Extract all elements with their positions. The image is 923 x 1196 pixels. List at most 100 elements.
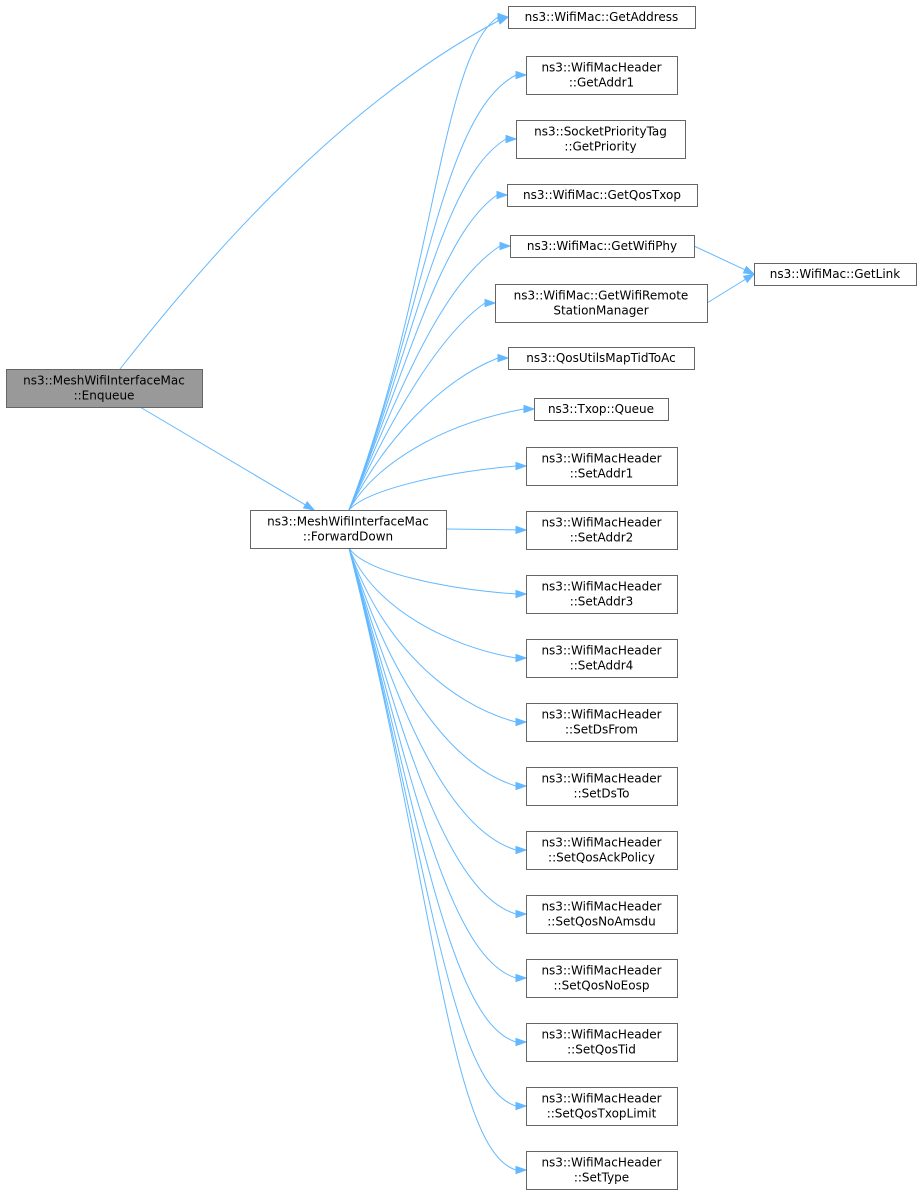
edge-forward_down-to-get_wifi_remote [348,298,497,511]
node-get-addr1[interactable]: ns3::WifiMacHeader::GetAddr1 [526,56,678,95]
node-label: ns3::WifiMacHeader [541,452,661,466]
node-box [526,703,678,742]
edge-arrowhead [515,781,528,791]
nodes-layer: ns3::MeshWifiInterfaceMac::Enqueuens3::M… [6,6,917,1190]
node-box [526,767,678,806]
edge-arrowhead [515,461,528,471]
node-label: ns3::WifiMac::GetWifiRemote [514,289,689,303]
node-label: ::SetAddr3 [570,595,634,609]
node-label: ::SetType [574,1171,629,1185]
node-get-link[interactable]: ns3::WifiMac::GetLink [754,263,917,286]
node-label: ::SetQosNoEosp [554,979,650,993]
node-label: ns3::WifiMacHeader [541,644,661,658]
node-label: ns3::WifiMacHeader [541,1156,661,1170]
node-set-ds-to[interactable]: ns3::WifiMacHeader::SetDsTo [526,767,678,806]
edge-line [445,528,517,531]
node-box [526,895,678,934]
edge-forward_down-to-set_qos_txop_limit [348,547,528,1111]
edge-arrowhead [742,265,756,275]
node-get-priority[interactable]: ns3::SocketPriorityTag::GetPriority [516,120,686,159]
node-get-wifi-phy[interactable]: ns3::WifiMac::GetWifiPhy [510,235,695,258]
node-box [526,1023,678,1062]
edge-arrowhead [302,501,316,511]
node-label: StationManager [553,304,648,318]
edge-line [348,357,499,511]
node-set-type[interactable]: ns3::WifiMacHeader::SetType [526,1151,678,1190]
edge-forward_down-to-set_qos_tid [348,547,528,1047]
edge-forward_down-to-set_ds_from [348,547,528,727]
node-label: ns3::WifiMacHeader [541,836,661,850]
node-label: ns3::WifiMacHeader [541,580,661,594]
edge-arrowhead [496,190,509,200]
edge-line [348,547,517,851]
node-label: ::SetAddr1 [570,467,634,481]
node-qos-map[interactable]: ns3::QosUtilsMapTidToAc [508,347,695,370]
edge-forward_down-to-get_wifi_phy [348,241,512,511]
node-set-ds-from[interactable]: ns3::WifiMacHeader::SetDsFrom [526,703,678,742]
edge-line [693,245,746,271]
edge-forward_down-to-set_addr3 [348,547,528,599]
edge-arrowhead [515,653,528,663]
edges-layer [119,12,756,1175]
node-box [526,959,678,998]
edge-forward_down-to-get_address [348,12,510,511]
node-box [516,120,686,159]
node-box [6,369,203,408]
edge-line [348,138,507,511]
node-get-address[interactable]: ns3::WifiMac::GetAddress [508,6,696,29]
edge-arrowhead [505,134,518,144]
node-set-qos-no-amsdu[interactable]: ns3::WifiMacHeader::SetQosNoAmsdu [526,895,678,934]
edge-line [348,465,517,511]
node-txop-queue[interactable]: ns3::Txop::Queue [534,398,669,421]
node-label: ::SetAddr4 [570,659,634,673]
node-set-addr1[interactable]: ns3::WifiMacHeader::SetAddr1 [526,447,678,486]
edge-line [348,547,517,595]
edge-line [348,16,499,511]
node-set-qos-no-eosp[interactable]: ns3::WifiMacHeader::SetQosNoEosp [526,959,678,998]
edge-line [348,547,517,1107]
node-box [526,575,678,614]
edge-arrowhead [515,70,528,80]
node-get-qos-txop[interactable]: ns3::WifiMac::GetQosTxop [507,184,698,207]
edge-line [348,302,486,511]
node-get-wifi-remote[interactable]: ns3::WifiMac::GetWifiRemoteStationManage… [495,284,708,323]
edge-get_wifi_phy-to-get_link [693,245,756,275]
node-box [526,511,678,550]
node-label: ns3::QosUtilsMapTidToAc [526,351,676,365]
edge-forward_down-to-get_addr1 [348,70,528,511]
node-set-addr2[interactable]: ns3::WifiMacHeader::SetAddr2 [526,511,678,550]
node-set-addr3[interactable]: ns3::WifiMacHeader::SetAddr3 [526,575,678,614]
edge-line [348,74,517,511]
node-set-qos-txop-limit[interactable]: ns3::WifiMacHeader::SetQosTxopLimit [526,1087,678,1126]
edge-arrowhead [484,298,497,308]
edge-forward_down-to-set_type [348,547,528,1175]
node-label: ns3::WifiMacHeader [541,61,661,75]
node-label: ::SetQosTxopLimit [547,1107,657,1121]
edge-forward_down-to-set_ds_to [348,547,528,791]
node-box [526,1151,678,1190]
node-box [495,284,708,323]
edge-line [706,278,746,304]
edge-arrowhead [515,973,528,983]
node-label: ns3::WifiMacHeader [541,1028,661,1042]
edge-line [348,547,517,915]
node-set-qos-tid[interactable]: ns3::WifiMacHeader::SetQosTid [526,1023,678,1062]
node-enqueue[interactable]: ns3::MeshWifiInterfaceMac::Enqueue [6,369,203,408]
node-box [526,447,678,486]
node-label: ns3::WifiMacHeader [541,708,661,722]
node-forward-down[interactable]: ns3::MeshWifiInterfaceMac::ForwardDown [250,510,447,549]
node-box [534,398,669,421]
edge-line [139,406,306,506]
node-box [508,347,695,370]
edge-arrowhead [523,404,536,414]
node-box [507,184,698,207]
edge-line [348,547,517,659]
node-label: ns3::WifiMac::GetWifiPhy [527,239,677,253]
node-set-addr4[interactable]: ns3::WifiMacHeader::SetAddr4 [526,639,678,678]
edge-forward_down-to-set_addr2 [445,525,528,535]
node-set-qos-ack-policy[interactable]: ns3::WifiMacHeader::SetQosAckPolicy [526,831,678,870]
edge-arrowhead [515,525,528,535]
node-label: ns3::WifiMacHeader [541,900,661,914]
edge-arrowhead [515,717,528,727]
